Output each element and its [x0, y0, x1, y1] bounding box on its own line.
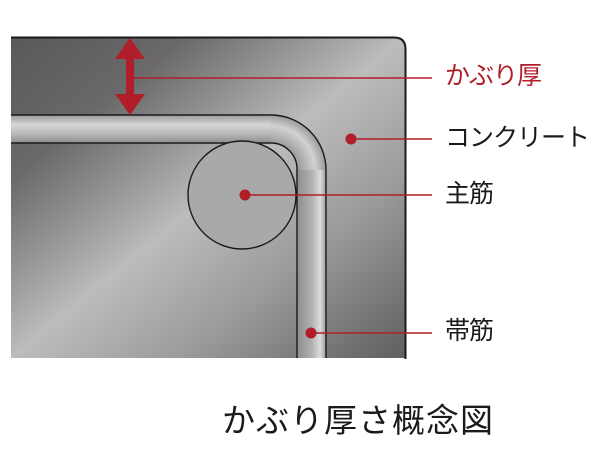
hoop-bar [11, 114, 327, 358]
leader-dots [239, 133, 357, 339]
main-bar-dot-icon [239, 189, 251, 201]
label-hoop: 帯筋 [445, 316, 494, 345]
leader-lines [134, 77, 432, 334]
concrete-dot-icon [345, 133, 357, 145]
label-main-bar: 主筋 [445, 179, 494, 208]
hoop-dot-icon [305, 327, 317, 339]
label-concrete: コンクリート [445, 123, 590, 152]
diagram-title: かぶり厚さ概念図 [222, 401, 494, 440]
label-cover-thickness: かぶり厚 [445, 61, 542, 90]
cover-thickness-arrow-icon [115, 38, 145, 115]
